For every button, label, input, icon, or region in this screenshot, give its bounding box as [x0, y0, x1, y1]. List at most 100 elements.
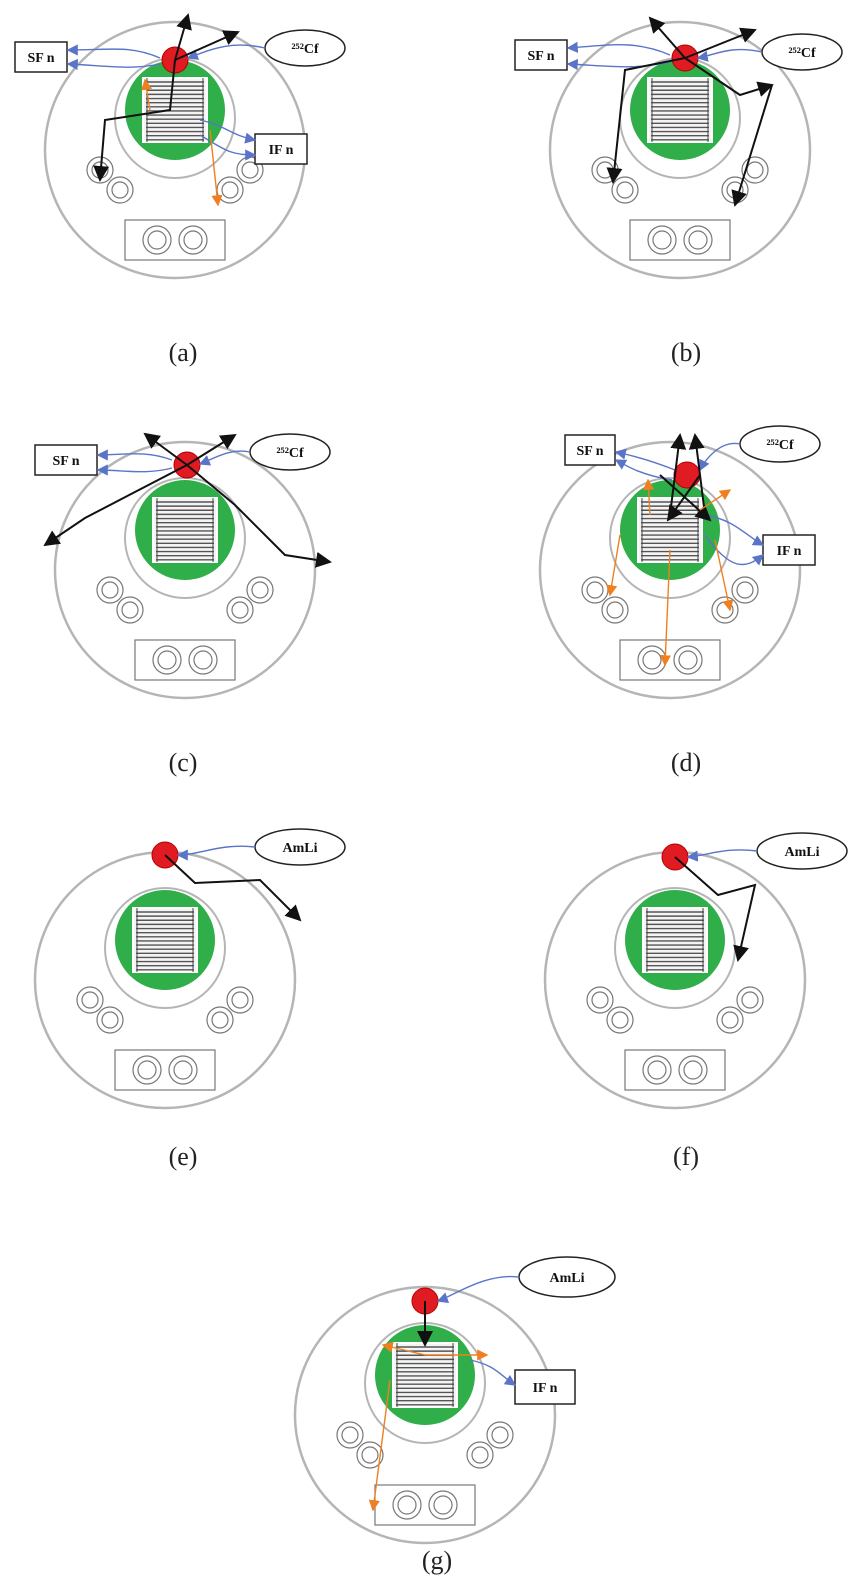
- detector-tube-inner: [101, 581, 119, 599]
- fuel-assembly: [132, 907, 198, 973]
- scatter-path: [731, 84, 773, 207]
- scatter-path: [684, 27, 757, 59]
- induced-path: [606, 534, 621, 597]
- source-link: [186, 44, 266, 60]
- if-box: [514, 1369, 576, 1405]
- scatter-path: [174, 13, 192, 61]
- scatter-path: [606, 57, 686, 184]
- scatter-path: [164, 854, 302, 922]
- amli-label-label: AmLi: [785, 845, 820, 860]
- neutron-source: [673, 461, 701, 489]
- cf-label-label: ²⁵²Cf: [276, 446, 304, 461]
- caption-g: (g): [421, 1546, 453, 1575]
- detector-tube-inner: [111, 181, 129, 199]
- sf-path: [66, 44, 161, 59]
- caption-c: (c): [168, 748, 198, 777]
- scatter-path: [669, 433, 687, 516]
- detector-slab: [619, 639, 721, 681]
- slab-tube-inner: [147, 230, 167, 250]
- sf-box-label: SF n: [27, 51, 54, 66]
- if-path: [469, 1359, 517, 1386]
- amli-label-label: AmLi: [283, 841, 318, 856]
- detector-tube-inner: [606, 601, 624, 619]
- slab-tube-inner: [137, 1060, 157, 1080]
- induced-path: [381, 1341, 426, 1356]
- detector-tube-inner: [716, 601, 734, 619]
- slab-tube-inner: [642, 650, 662, 670]
- cf-label-label: ²⁵²Cf: [766, 438, 794, 453]
- sf-box: [14, 41, 68, 73]
- source-link: [198, 450, 251, 466]
- scatter-path: [648, 16, 686, 59]
- detector-slab: [374, 1484, 476, 1526]
- caption-e: (e): [168, 1142, 198, 1171]
- slab-tube-inner: [433, 1495, 453, 1515]
- slab-tube-inner: [652, 230, 672, 250]
- induced-path: [699, 489, 732, 511]
- detector-tube-inner: [221, 181, 239, 199]
- induced-path: [209, 129, 223, 207]
- if-box-label: IF n: [269, 143, 294, 158]
- detector-tube-inner: [591, 991, 609, 1009]
- slab-tube-inner: [647, 1060, 667, 1080]
- detector-tube-inner: [616, 181, 634, 199]
- scatter-path: [174, 30, 240, 61]
- scatter-path: [43, 464, 188, 547]
- if-path: [704, 514, 765, 546]
- source-link: [696, 48, 763, 62]
- scatter-path: [143, 432, 188, 466]
- detector-slab: [124, 219, 226, 261]
- scatter-path: [186, 464, 332, 568]
- diagram-a: SF n ²⁵²Cf IF n: [14, 13, 346, 280]
- detector-slab: [624, 1049, 726, 1091]
- scatter-path: [684, 57, 774, 97]
- detector-tube-inner: [611, 1011, 629, 1029]
- sf-path: [66, 58, 161, 71]
- detector-tube-inner: [361, 1446, 379, 1464]
- detector-tube-inner: [211, 1011, 229, 1029]
- panel-c: SF n ²⁵²Cf: [30, 420, 360, 720]
- amli-label-label: AmLi: [550, 1271, 585, 1286]
- detector-tube-inner: [81, 991, 99, 1009]
- cf-label-label: ²⁵²Cf: [291, 42, 319, 57]
- induced-path: [368, 1379, 391, 1512]
- caption-a: (a): [168, 338, 198, 367]
- detector-tube-inner: [586, 581, 604, 599]
- detector-tube-inner: [121, 601, 139, 619]
- if-box: [762, 534, 816, 566]
- sf-box-label: SF n: [527, 49, 554, 64]
- slab-tube-inner: [173, 1060, 193, 1080]
- fuel-assembly: [642, 907, 708, 973]
- slab-tube-inner: [157, 650, 177, 670]
- slab-tube-inner: [678, 650, 698, 670]
- sf-path: [96, 449, 173, 461]
- slab-tube-inner: [183, 230, 203, 250]
- panel-e: AmLi: [20, 825, 350, 1125]
- fuel-assembly: [647, 77, 713, 143]
- panel-a: SF n ²⁵²Cf IF n: [10, 0, 346, 300]
- panel-f: AmLi: [520, 825, 850, 1125]
- detector-tube-inner: [491, 1426, 509, 1444]
- sf-path: [96, 464, 173, 476]
- induced-path: [714, 539, 734, 612]
- fuel-assembly: [152, 497, 218, 563]
- source-link: [686, 849, 758, 862]
- slab-tube-inner: [397, 1495, 417, 1515]
- if-path: [199, 134, 257, 161]
- caption-d: (d): [670, 748, 702, 777]
- detector-tube-inner: [251, 581, 269, 599]
- diagram-e: AmLi: [33, 828, 346, 1110]
- detector-slab: [114, 1049, 216, 1091]
- source-link: [699, 442, 741, 472]
- sf-path: [566, 41, 671, 56]
- slab-tube-inner: [683, 1060, 703, 1080]
- fuel-assembly: [392, 1342, 458, 1408]
- scatter-path: [666, 474, 701, 522]
- detector-tube-inner: [341, 1426, 359, 1444]
- diagram-c: SF n ²⁵²Cf: [34, 432, 332, 700]
- detector-tube-inner: [746, 161, 764, 179]
- detector-tube-inner: [741, 991, 759, 1009]
- sf-box-label: SF n: [52, 454, 79, 469]
